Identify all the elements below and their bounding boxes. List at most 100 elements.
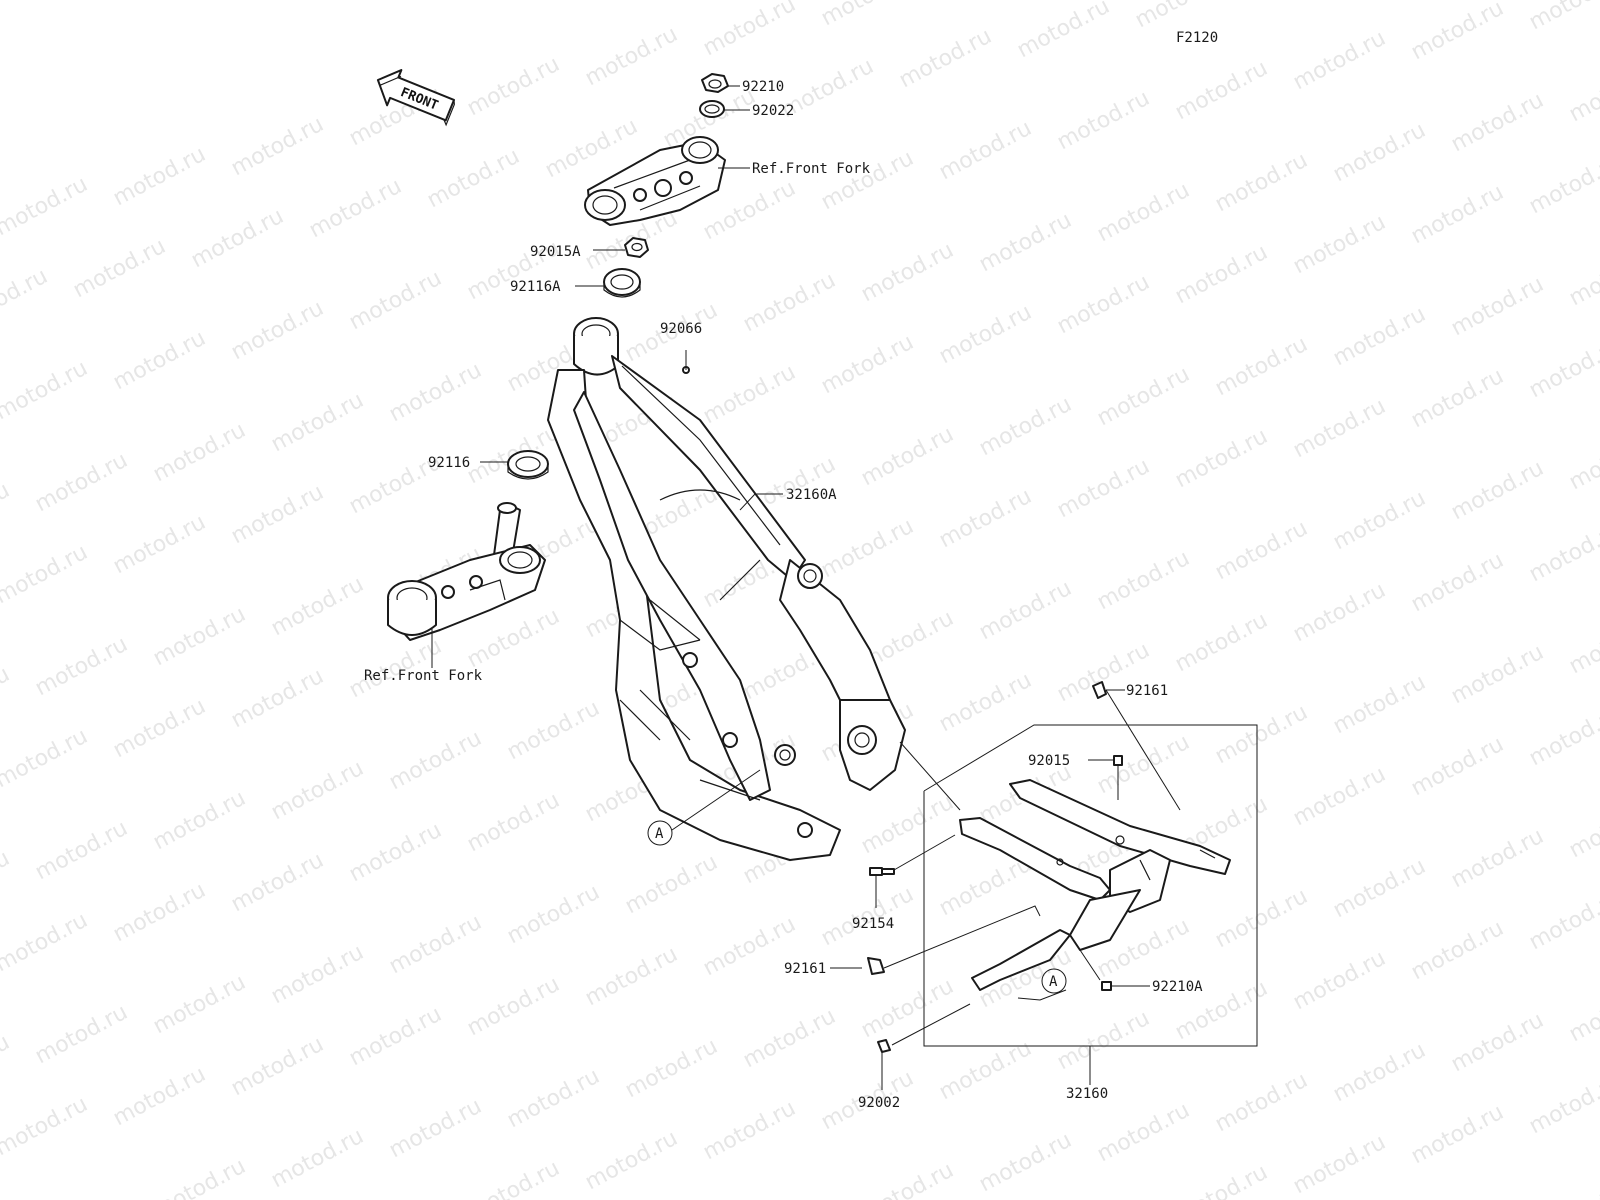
watermark-text: motod.ru [345,266,446,335]
watermark-text: motod.ru [1447,88,1548,157]
bearing-92116A [603,268,641,298]
watermark-text: motod.ru [385,358,486,427]
watermark-text: motod.ru [1013,0,1114,63]
watermark-text: motod.ru [1329,486,1430,555]
watermark-text: motod.ru [267,1124,368,1193]
bolt-92002 [877,1039,891,1053]
watermark-text: motod.ru [1525,518,1600,587]
watermark-text: motod.ru [1053,86,1154,155]
label-92210A: 92210A [1152,979,1203,995]
watermark-text: motod.ru [1565,610,1600,679]
watermark-text: motod.ru [1093,362,1194,431]
watermark-text: motod.ru [739,268,840,337]
label-ref-front-fork-top: Ref.Front Fork [752,161,871,177]
watermark-text: motod.ru [227,112,328,181]
watermark-text: motod.ru [1289,210,1390,279]
watermark-text: motod.ru [975,208,1076,277]
watermark-text: motod.ru [267,572,368,641]
label-92116: 92116 [428,455,470,471]
watermark-text: motod.ru [1211,1068,1312,1137]
watermark-text: motod.ru [0,908,92,977]
watermark-text: motod.ru [1093,730,1194,799]
callout-a-sub: A [1041,968,1067,994]
label-92210: 92210 [742,79,784,95]
nut-92015 [1113,755,1123,766]
subframe-assembly-box [923,724,1258,1047]
watermark-text: motod.ru [857,1158,958,1200]
watermark-text: motod.ru [1211,884,1312,953]
watermark-text: motod.ru [227,296,328,365]
watermark-text: motod.ru [227,480,328,549]
watermark-text: motod.ru [817,146,918,215]
watermark-text: motod.ru [1525,702,1600,771]
watermark-text: motod.ru [935,668,1036,737]
watermark-text: motod.ru [1525,150,1600,219]
callout-a-sub-text: A [1049,974,1058,990]
watermark-text: motod.ru [227,664,328,733]
watermark-text: motod.ru [1053,270,1154,339]
leader-lines [431,85,1181,1090]
watermark-text: motod.ru [1131,0,1232,33]
watermark-text: motod.ru [1329,670,1430,739]
watermark-text: motod.ru [31,448,132,517]
watermark-text: motod.ru [385,726,486,795]
watermark-text: motod.ru [345,818,446,887]
watermark-text: motod.ru [149,1154,250,1200]
watermark-text: motod.ru [1289,1130,1390,1199]
watermark-text: motod.ru [817,0,918,31]
watermark-text: motod.ru [1447,456,1548,525]
watermark-text: motod.ru [385,910,486,979]
watermark-text: motod.ru [1407,732,1508,801]
watermark-text: motod.ru [895,24,996,93]
watermark-text: motod.ru [1447,272,1548,341]
upper-triple-clamp [584,136,726,226]
watermark-text: motod.ru [463,788,564,857]
watermark-text: motod.ru [857,238,958,307]
watermark-text: motod.ru [1329,854,1430,923]
watermark-text: motod.ru [1289,578,1390,647]
watermark-text: motod.ru [0,662,14,731]
watermark-text: motod.ru [267,388,368,457]
watermark-text: motod.ru [1565,426,1600,495]
watermark-text: motod.ru [1447,640,1548,709]
watermark-text: motod.ru [503,696,604,765]
watermark-text: motod.ru [0,478,14,547]
watermark-text: motod.ru [1329,1038,1430,1107]
watermark-text: motod.ru [935,484,1036,553]
watermark-text: motod.ru [345,1002,446,1071]
label-92161-mid: 92161 [784,961,826,977]
watermark-text: motod.ru [1211,332,1312,401]
watermark-text: motod.ru [0,846,14,915]
watermark-text: motod.ru [1171,608,1272,677]
watermark-text: motod.ru [109,878,210,947]
watermark-text: motod.ru [463,972,564,1041]
watermark-text: motod.ru [0,1092,92,1161]
watermark-text: motod.ru [1447,824,1548,893]
watermark-text: motod.ru [1525,0,1600,35]
watermark-text: motod.ru [1407,0,1508,65]
watermark-text: motod.ru [1565,978,1600,1047]
watermark-text: motod.ru [817,330,918,399]
rear-subframe [959,779,1231,991]
watermark-text: motod.ru [31,816,132,885]
watermark-text: motod.ru [1565,1162,1600,1200]
watermark-text: motod.ru [463,1156,564,1200]
watermark-text: motod.ru [1525,886,1600,955]
watermark-text: motod.ru [857,422,958,491]
watermark-text: motod.ru [109,510,210,579]
label-92002: 92002 [858,1095,900,1111]
watermark-text: motod.ru [1171,56,1272,125]
watermark-text: motod.ru [1565,58,1600,127]
watermark-text: motod.ru [0,172,92,241]
watermark-text: motod.ru [1407,364,1508,433]
callout-a-main-text: A [655,826,664,842]
label-92066: 92066 [660,321,702,337]
watermark-text: motod.ru [227,1032,328,1101]
watermark-text: motod.ru [1329,302,1430,371]
watermark-text: motod.ru [1289,26,1390,95]
watermark-text: motod.ru [0,724,92,793]
watermark-text: motod.ru [267,940,368,1009]
watermark-text: motod.ru [0,1030,14,1099]
watermark-text: motod.ru [1053,1006,1154,1075]
